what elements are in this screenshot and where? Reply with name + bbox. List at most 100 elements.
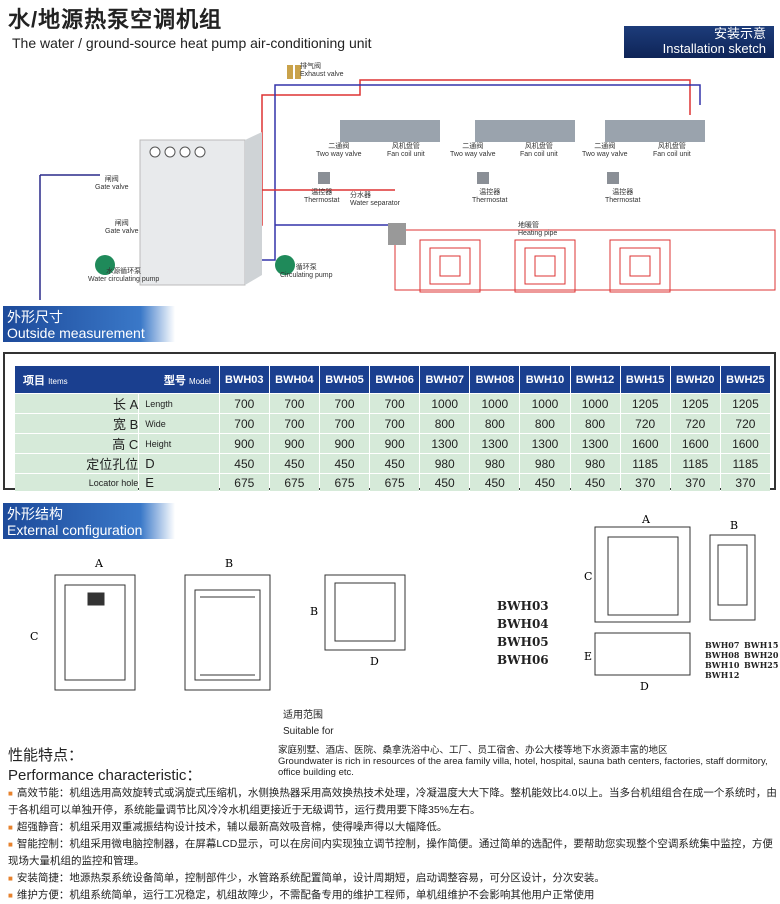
- label: 循环泵: [295, 264, 317, 271]
- feature-item: ■智能控制：机组采用微电脑控制器，在屏幕LCD显示，可以在房间内实现独立调节控制…: [8, 836, 778, 870]
- label: 风机盘管: [391, 143, 420, 150]
- label: 温控器: [479, 189, 501, 196]
- section-title-en: Outside measurement: [7, 325, 145, 341]
- row-label-en: D: [139, 454, 219, 473]
- heat-pump-unit: [139, 139, 246, 286]
- dim-label-b3: B: [730, 519, 738, 532]
- row-label-cn: Locator hole: [15, 474, 139, 491]
- water-separator-icon: [388, 223, 406, 245]
- model-header: BWH12: [570, 366, 620, 393]
- suitable-text-cn: 家庭别墅、酒店、医院、桑拿洗浴中心、工厂、员工宿舍、办公大楼等地下水资源丰富的地…: [278, 745, 668, 756]
- table-cell: 980: [570, 454, 620, 473]
- table-cell: 800: [470, 414, 520, 433]
- model-header: BWH10: [520, 366, 570, 393]
- label: 地暖管: [518, 222, 539, 229]
- table-cell: 800: [420, 414, 470, 433]
- model-header: BWH15: [620, 366, 670, 393]
- model-header: BWH05: [319, 366, 370, 393]
- label: Thermostat: [605, 197, 641, 204]
- suitable-text-en: Groundwater is rich in resources of the …: [278, 756, 768, 778]
- table-cell: 1300: [570, 434, 620, 453]
- label: Fan coil unit: [387, 151, 425, 158]
- water-pump-icon: [95, 255, 115, 275]
- label: 分水器: [350, 192, 371, 199]
- table-cell: 370: [670, 474, 720, 491]
- table-cell: 450: [219, 454, 269, 473]
- label: 二通阀: [594, 143, 616, 150]
- table-cell: 1300: [420, 434, 470, 453]
- table-cell: 370: [720, 474, 770, 491]
- dim-label-b2: B: [310, 605, 318, 618]
- bullet-icon: ■: [8, 823, 13, 832]
- table-cell: 675: [219, 474, 269, 491]
- label: Thermostat: [472, 197, 508, 204]
- label: 闸阀: [104, 176, 119, 183]
- label: Two way valve: [316, 151, 362, 158]
- table-cell: 720: [620, 414, 670, 433]
- label: 二通阀: [328, 143, 350, 150]
- table-cell: 450: [520, 474, 570, 491]
- performance-list: ■高效节能：机组选用高效旋转式或涡旋式压缩机，水侧换热器采用高效换热技术处理，冷…: [8, 785, 778, 904]
- feature-text: 智能控制：机组采用微电脑控制器，在屏幕LCD显示，可以在房间内实现独立调节控制，…: [8, 838, 773, 867]
- table-cell: 1185: [720, 454, 770, 473]
- table-cell: 450: [420, 474, 470, 491]
- label: Two way valve: [450, 151, 496, 158]
- label: 风机盘管: [657, 143, 686, 150]
- table-cell: 370: [620, 474, 670, 491]
- row-label-en: Length: [139, 394, 219, 413]
- model-header: BWH20: [670, 366, 720, 393]
- model-cn: 型号: [163, 374, 186, 387]
- thermostat-icons: [318, 172, 619, 184]
- table-cell: 900: [219, 434, 269, 453]
- configuration-drawings: A B C B D A B C E D: [30, 515, 756, 693]
- feature-text: 安装简捷：地源热泵系统设备简单，控制部件少，水管路系统配置简单，设计周期短，启动…: [16, 872, 605, 884]
- table-cell: 1000: [420, 394, 470, 413]
- heat-pump-side: [245, 132, 262, 285]
- large-model-list-1: BWH07 BWH08 BWH10 BWH12: [705, 640, 740, 680]
- feature-item: ■维护方便：机组系统简单，运行工况稳定，机组故障少，不需配备专用的维护工程师，单…: [8, 887, 778, 904]
- table-cell: 720: [670, 414, 720, 433]
- dim-label-a2: A: [641, 515, 651, 526]
- feature-item: ■安装简捷：地源热泵系统设备简单，控制部件少，水管路系统配置简单，设计周期短，启…: [8, 870, 778, 887]
- badge-cn: 安装示意: [713, 26, 766, 41]
- table-cell: 450: [370, 454, 420, 473]
- model-en: Model: [188, 376, 211, 386]
- section-title-cn: 外形结构: [7, 506, 63, 522]
- outline-drawings: [54, 526, 756, 691]
- table-cell: 1205: [620, 394, 670, 413]
- table-cell: 1600: [620, 434, 670, 453]
- table-cell: 980: [420, 454, 470, 473]
- fan-coil-units: [340, 120, 705, 142]
- dim-label-c2: C: [584, 570, 592, 583]
- dim-label-c: C: [30, 630, 38, 643]
- bullet-icon: ■: [8, 874, 13, 883]
- label: Water circulating pump: [88, 276, 160, 283]
- label: Fan coil unit: [520, 151, 558, 158]
- table-cell: 900: [319, 434, 370, 453]
- feature-item: ■高效节能：机组选用高效旋转式或涡旋式压缩机，水侧换热器采用高效换热技术处理，冷…: [8, 785, 778, 819]
- table-cell: 900: [370, 434, 420, 453]
- table-cell: 1600: [720, 434, 770, 453]
- model-header: BWH04: [269, 366, 319, 393]
- table-cell: 1600: [670, 434, 720, 453]
- gauge-icons: [149, 146, 206, 158]
- label: Exhaust valve: [300, 71, 344, 78]
- table-cell: 450: [269, 454, 319, 473]
- label: 温控器: [311, 189, 333, 196]
- page-subtitle: The water / ground-source heat pump air-…: [12, 35, 372, 51]
- table-cell: 700: [269, 394, 319, 413]
- performance-heading: 性能特点： Performance characteristic：: [8, 746, 201, 786]
- dim-label-e: E: [584, 650, 592, 663]
